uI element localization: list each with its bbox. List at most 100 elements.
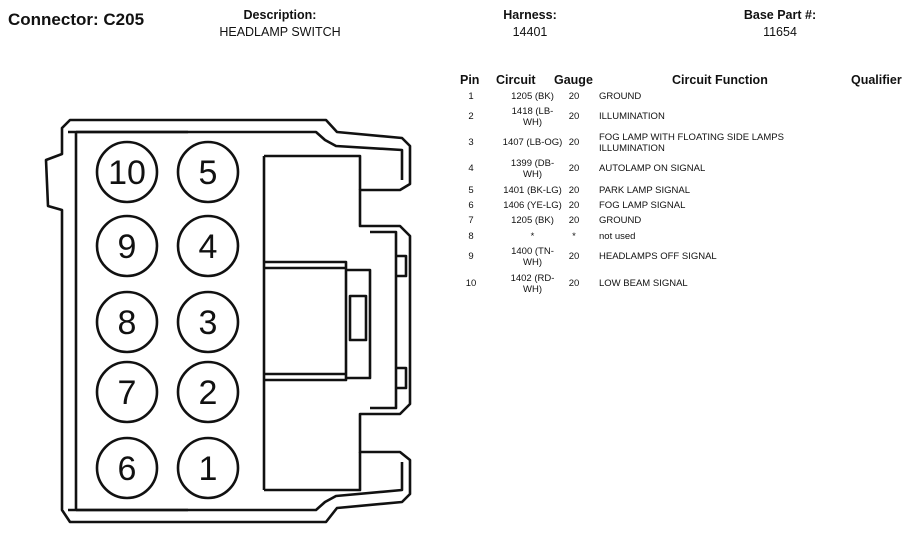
harness-label: Harness: <box>503 8 557 22</box>
col-header-circuit: Circuit <box>496 73 536 87</box>
pin-cavity-label: 1 <box>199 450 218 488</box>
circuit-code-line: 1406 (YE-LG) <box>503 200 562 211</box>
circuit-code-line: WH) <box>523 117 542 128</box>
wire-gauge: 20 <box>568 185 580 196</box>
wire-gauge: 20 <box>568 91 580 102</box>
pin-cavity-circle <box>95 140 159 204</box>
circuit-code: 1400 (TN-WH) <box>486 246 579 268</box>
circuit-code: 1205 (BK) <box>486 91 579 102</box>
circuit-function: GROUND <box>599 215 809 226</box>
pin-cavity-label: 9 <box>118 228 137 266</box>
col-header-qualifier: Qualifier <box>851 73 902 87</box>
circuit-function: FOG LAMP SIGNAL <box>599 200 809 211</box>
wire-gauge: 20 <box>568 200 580 211</box>
circuit-code-line: WH) <box>523 169 542 180</box>
circuit-function: AUTOLAMP ON SIGNAL <box>599 163 809 174</box>
circuit-code: 1399 (DB-WH) <box>486 158 579 180</box>
circuit-code-line: 1407 (LB-OG) <box>502 137 563 148</box>
circuit-function-line: not used <box>599 231 636 242</box>
circuit-function-line: FOG LAMP WITH FLOATING SIDE LAMPS <box>599 132 784 143</box>
pin-number: 3 <box>468 137 474 148</box>
pin-cavity-label: 6 <box>118 450 137 488</box>
pin-number: 9 <box>468 251 474 262</box>
wire-gauge: * <box>572 231 576 242</box>
circuit-code-line: WH) <box>523 257 542 268</box>
description-value: HEADLAMP SWITCH <box>219 25 341 39</box>
wire-gauge: 20 <box>568 163 580 174</box>
pin-number: 2 <box>468 111 474 122</box>
circuit-function: PARK LAMP SIGNAL <box>599 185 809 196</box>
circuit-code: 1205 (BK) <box>486 215 579 226</box>
pin-number: 6 <box>468 200 474 211</box>
pin-cavity-label: 4 <box>199 228 218 266</box>
circuit-function-line: ILLUMINATION <box>599 111 665 122</box>
circuit-code-line: 1400 (TN- <box>511 246 554 257</box>
pin-cavity-circle <box>176 290 240 354</box>
circuit-code-line: * <box>530 231 535 242</box>
circuit-code-line: 1418 (LB- <box>511 106 554 117</box>
connector-title: Connector: C205 <box>8 10 145 29</box>
circuit-code-line: 1402 (RD- <box>510 273 555 284</box>
pin-cavity-circle <box>95 290 159 354</box>
circuit-code: 1418 (LB-WH) <box>486 106 579 128</box>
pin-cavity-circle <box>176 214 240 278</box>
wire-gauge: 20 <box>568 251 580 262</box>
circuit-function: not used <box>599 231 809 242</box>
circuit-code-line: 1401 (BK-LG) <box>503 185 562 196</box>
pin-number: 1 <box>468 91 474 102</box>
pin-number: 8 <box>468 231 474 242</box>
base-part-value: 11654 <box>763 25 797 39</box>
wire-gauge: 20 <box>568 215 580 226</box>
pin-cavity-label: 7 <box>118 374 137 412</box>
circuit-code: 1401 (BK-LG) <box>486 185 579 196</box>
pin-cavity-circle <box>176 360 240 424</box>
pin-cavity-label: 5 <box>199 154 218 192</box>
pin-number: 7 <box>468 215 474 226</box>
col-header-pin: Pin <box>460 73 480 87</box>
pin-cavity-circle <box>176 436 240 500</box>
base-part-label: Base Part #: <box>743 8 817 22</box>
circuit-function-line: PARK LAMP SIGNAL <box>599 185 690 196</box>
circuit-code: 1402 (RD-WH) <box>486 273 579 295</box>
circuit-function-line: HEADLAMPS OFF SIGNAL <box>599 251 717 262</box>
wire-gauge: 20 <box>568 111 580 122</box>
circuit-function: GROUND <box>599 91 809 102</box>
circuit-code-line: 1205 (BK) <box>511 91 554 102</box>
circuit-code: 1407 (LB-OG) <box>486 137 579 148</box>
circuit-function: ILLUMINATION <box>599 111 809 122</box>
col-header-circuit-function: Circuit Function <box>672 73 768 87</box>
pin-cavities: 10 5 9 4 8 3 7 2 6 1 <box>95 140 240 500</box>
pin-cavity-circle <box>95 360 159 424</box>
circuit-function-line: ILLUMINATION <box>599 143 665 154</box>
pin-cavity-circle <box>95 214 159 278</box>
circuit-code-line: 1205 (BK) <box>511 215 554 226</box>
pin-cavity-circle <box>95 436 159 500</box>
circuit-function-line: AUTOLAMP ON SIGNAL <box>599 163 706 174</box>
circuit-function: LOW BEAM SIGNAL <box>599 278 809 289</box>
circuit-code-line: 1399 (DB- <box>510 158 555 169</box>
circuit-function-line: FOG LAMP SIGNAL <box>599 200 686 211</box>
pin-cavity-label: 2 <box>199 374 218 412</box>
circuit-code-line: WH) <box>523 284 542 295</box>
wire-gauge: 20 <box>568 278 580 289</box>
circuit-function-line: GROUND <box>599 215 642 226</box>
pin-cavity-label: 10 <box>108 154 146 192</box>
pin-cavity-label: 8 <box>118 304 137 342</box>
col-header-gauge: Gauge <box>554 73 593 87</box>
pin-number: 10 <box>465 278 477 289</box>
circuit-function-line: GROUND <box>599 91 642 102</box>
wire-gauge: 20 <box>568 137 580 148</box>
connector-housing <box>44 118 412 524</box>
pin-cavity-circle <box>176 140 240 204</box>
circuit-code: * <box>486 231 579 242</box>
harness-value: 14401 <box>512 25 548 39</box>
circuit-function: HEADLAMPS OFF SIGNAL <box>599 251 809 262</box>
pin-number: 4 <box>468 163 474 174</box>
circuit-code: 1406 (YE-LG) <box>486 200 579 211</box>
description-label: Description: <box>243 8 317 22</box>
circuit-function-line: LOW BEAM SIGNAL <box>599 278 688 289</box>
pin-cavity-label: 3 <box>199 304 218 342</box>
pin-number: 5 <box>468 185 474 196</box>
